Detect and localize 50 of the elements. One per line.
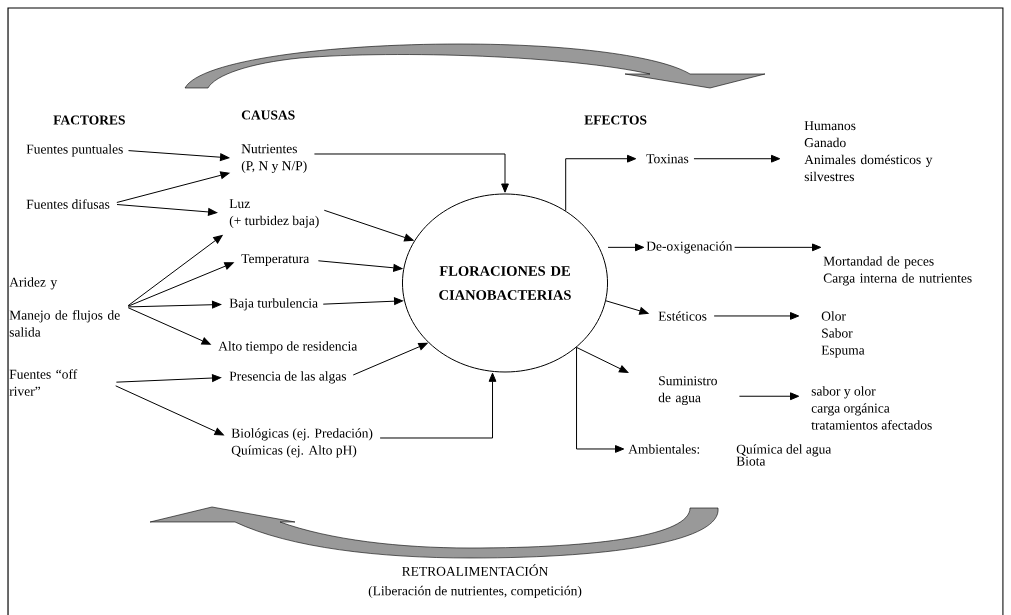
arrow [734, 243, 822, 252]
arrow [127, 235, 223, 307]
arrow [322, 297, 404, 306]
impact-list: Olor Sabor Espuma [821, 311, 865, 358]
effect-label: Estéticos [658, 311, 707, 321]
heading-label: FACTORES [53, 115, 125, 125]
arrow [116, 171, 230, 203]
cause-label: Presencia de las algas [229, 371, 347, 384]
arrow [352, 342, 428, 376]
arrow [693, 154, 781, 163]
impact-list: sabor y olor carga orgánica tratamientos afectados [811, 386, 932, 430]
heading-label: CAUSAS [241, 110, 295, 120]
arrow [605, 300, 649, 315]
arrow [128, 150, 230, 162]
factor-label: Fuentes puntuales [26, 144, 123, 157]
arrow [115, 374, 222, 383]
arrow [576, 346, 625, 453]
arrow [607, 243, 645, 252]
arrow [116, 204, 218, 216]
impact-list: Humanos Ganado Animales domésticos y silvestres [804, 121, 933, 182]
arrow [127, 300, 222, 309]
arrow [313, 153, 509, 193]
arrow [127, 262, 234, 307]
factor-label: Fuentes difusas [26, 199, 110, 209]
effect-label: De-oxigenación [646, 241, 733, 254]
arrow [565, 154, 637, 212]
cause-label: Temperatura [241, 254, 310, 266]
cause-label: Baja turbulencia [229, 298, 318, 311]
impact-list: Mortandad de peces Carga interna de nutrientes [823, 256, 972, 286]
factor-label: Fuentes “off river” [9, 369, 78, 396]
arrow [576, 346, 629, 373]
arrow [379, 372, 497, 439]
cause-label: Luz (+ turbidez baja) [229, 199, 319, 228]
effect-label: Toxinas [646, 154, 689, 164]
arrow [127, 307, 211, 345]
arrow [317, 260, 403, 272]
feedback-title: RETROALIMENTACIÓN [402, 564, 548, 576]
arrow [323, 209, 414, 242]
cause-label: Alto tiempo de residencia [218, 341, 358, 354]
cause-label: Biológicas (ej. Predación) Químicas (ej. Alto pH) [231, 428, 373, 458]
cause-label: Nutrientes (P, N y N/P) [241, 144, 307, 174]
factor-label: Aridez y Manejo de flujos de salida [9, 277, 120, 337]
feedback-subtitle: (Liberación de nutrientes, competición) [368, 585, 582, 599]
effect-label: Suministro de agua [658, 376, 717, 406]
effect-label: Ambientales: [628, 444, 700, 454]
arrow [713, 312, 800, 320]
heading-label: EFECTOS [584, 115, 647, 125]
arrow [115, 385, 224, 436]
effect-detail: Química del agua Biota [736, 444, 832, 466]
arrow [738, 392, 800, 401]
